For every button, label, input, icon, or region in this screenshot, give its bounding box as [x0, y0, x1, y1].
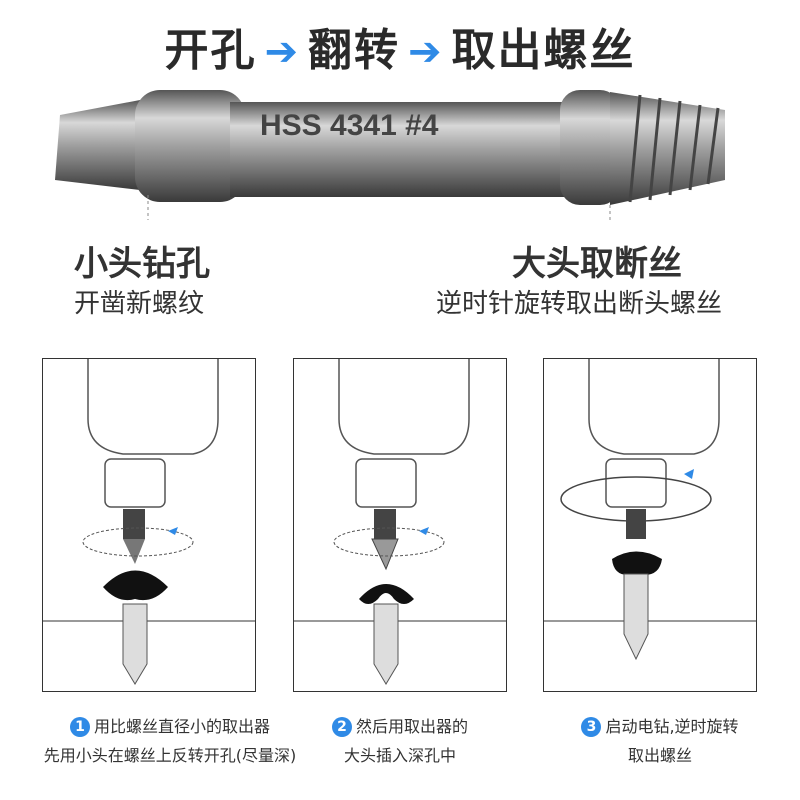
step2-illustration	[293, 358, 507, 692]
caption-line: 启动电钻,逆时旋转	[605, 717, 739, 736]
step3-illustration	[543, 358, 757, 692]
caption-line: 取出螺丝	[627, 746, 692, 765]
step1-illustration	[42, 358, 256, 692]
step-number-badge: 3	[581, 717, 602, 737]
caption-line: 用比螺丝直径小的取出器	[93, 717, 270, 736]
arrow-right-icon: ➔	[408, 29, 444, 75]
small-end-label: 小头钻孔	[74, 244, 210, 284]
step-extract-label: 取出螺丝	[451, 25, 636, 76]
step-number-badge: 2	[331, 717, 352, 737]
large-end-label: 大头取断丝	[512, 244, 682, 284]
large-end-sublabel: 逆时针旋转取出断头螺丝	[436, 289, 723, 319]
svg-text:HSS 4341 #4: HSS 4341 #4	[260, 109, 439, 142]
extractor-bit-image: HSS 4341 #4	[55, 90, 725, 220]
small-end-sublabel: 开凿新螺纹	[74, 289, 205, 319]
caption-line: 大头插入深孔中	[343, 746, 456, 765]
step-drill-label: 开孔	[164, 25, 257, 76]
caption-line: 先用小头在螺丝上反转开孔(尽量深)	[43, 746, 297, 765]
arrow-right-icon: ➔	[264, 29, 300, 75]
step-flip-label: 翻转	[308, 25, 400, 76]
headline: 开孔➔翻转➔取出螺丝	[0, 14, 800, 78]
step-number-badge: 1	[69, 717, 90, 737]
caption-line: 然后用取出器的	[355, 717, 468, 736]
